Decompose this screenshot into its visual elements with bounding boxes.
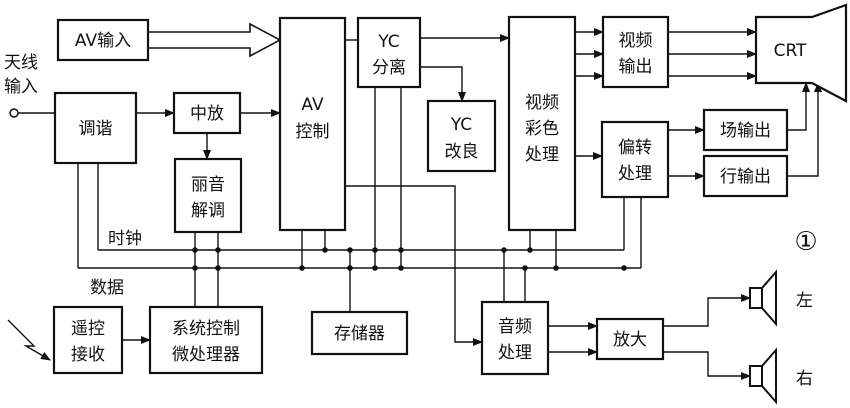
signal-wires	[7, 22, 822, 380]
block-crt: CRT	[754, 3, 848, 103]
block-av-input: AV输入	[56, 18, 150, 62]
block-video-color-line1: 视频	[525, 93, 559, 113]
bus-junctions	[192, 247, 627, 271]
figure-number: ①	[794, 227, 817, 257]
block-yc-separation: YC 分离	[356, 16, 422, 89]
data-bus-label: 数据	[90, 278, 124, 298]
av-input-arrow	[148, 22, 282, 58]
block-video-color-line3: 处理	[525, 145, 559, 165]
block-yc-improve: YC 改良	[426, 99, 497, 173]
block-crt-label: CRT	[774, 41, 807, 61]
block-field-output: 场输出	[702, 108, 789, 152]
block-line-output-label: 行输出	[720, 167, 771, 187]
block-remote-receiver-line2: 接收	[71, 345, 105, 365]
block-line-output: 行输出	[702, 154, 789, 198]
block-amplifier-label: 放大	[613, 330, 647, 350]
block-remote-receiver-line1: 遥控	[71, 319, 105, 339]
block-memory-label: 存储器	[334, 324, 385, 344]
block-system-control-line2: 微处理器	[172, 345, 240, 365]
block-amplifier: 放大	[595, 317, 665, 361]
block-tuner-label: 调谐	[79, 119, 113, 139]
block-av-control-line1: AV	[301, 95, 324, 115]
block-system-control: 系统控制 微处理器	[148, 305, 264, 375]
block-av-input-label: AV输入	[75, 31, 131, 51]
block-field-output-label: 场输出	[720, 121, 771, 141]
block-system-control-line1: 系统控制	[172, 319, 240, 339]
block-video-output-line2: 输出	[619, 57, 653, 77]
block-deflection-line2: 处理	[618, 164, 652, 184]
block-yc-separation-line2: 分离	[372, 58, 406, 78]
block-yc-separation-line1: YC	[377, 32, 399, 52]
antenna-input-label-line1: 天线	[4, 53, 38, 73]
clock-bus-label: 时钟	[108, 229, 142, 249]
left-channel-label: 左	[796, 291, 813, 311]
speaker-left-icon	[749, 269, 777, 327]
block-video-output: 视频 输出	[601, 15, 670, 89]
block-video-color-line2: 彩色	[525, 119, 559, 139]
block-if-amp: 中放	[172, 91, 242, 135]
right-channel-label: 右	[796, 369, 813, 389]
speaker-right-icon	[749, 347, 777, 405]
block-remote-receiver: 遥控 接收	[52, 305, 124, 375]
antenna-input-label-line2: 输入	[4, 77, 38, 97]
block-video-color: 视频 彩色 处理	[507, 15, 577, 232]
block-audio-processing-line1: 音频	[498, 317, 532, 337]
block-memory: 存储器	[310, 310, 409, 356]
block-av-control-line2: 控制	[296, 122, 330, 142]
block-nicam-demod-line2: 解调	[191, 201, 225, 221]
block-tuner: 调谐	[53, 91, 138, 165]
block-av-control: AV 控制	[278, 16, 347, 232]
block-yc-improve-line1: YC	[450, 115, 472, 135]
block-deflection-line1: 偏转	[618, 138, 652, 158]
block-audio-processing: 音频 处理	[480, 300, 550, 376]
block-audio-processing-line2: 处理	[498, 343, 532, 363]
block-yc-improve-line2: 改良	[445, 142, 479, 162]
block-if-amp-label: 中放	[190, 104, 224, 124]
block-deflection: 偏转 处理	[600, 120, 670, 199]
antenna-terminal	[9, 108, 19, 118]
block-nicam-demod-line1: 丽音	[191, 175, 225, 195]
block-video-output-line1: 视频	[619, 31, 653, 51]
block-nicam-demod: 丽音 解调	[173, 157, 243, 234]
